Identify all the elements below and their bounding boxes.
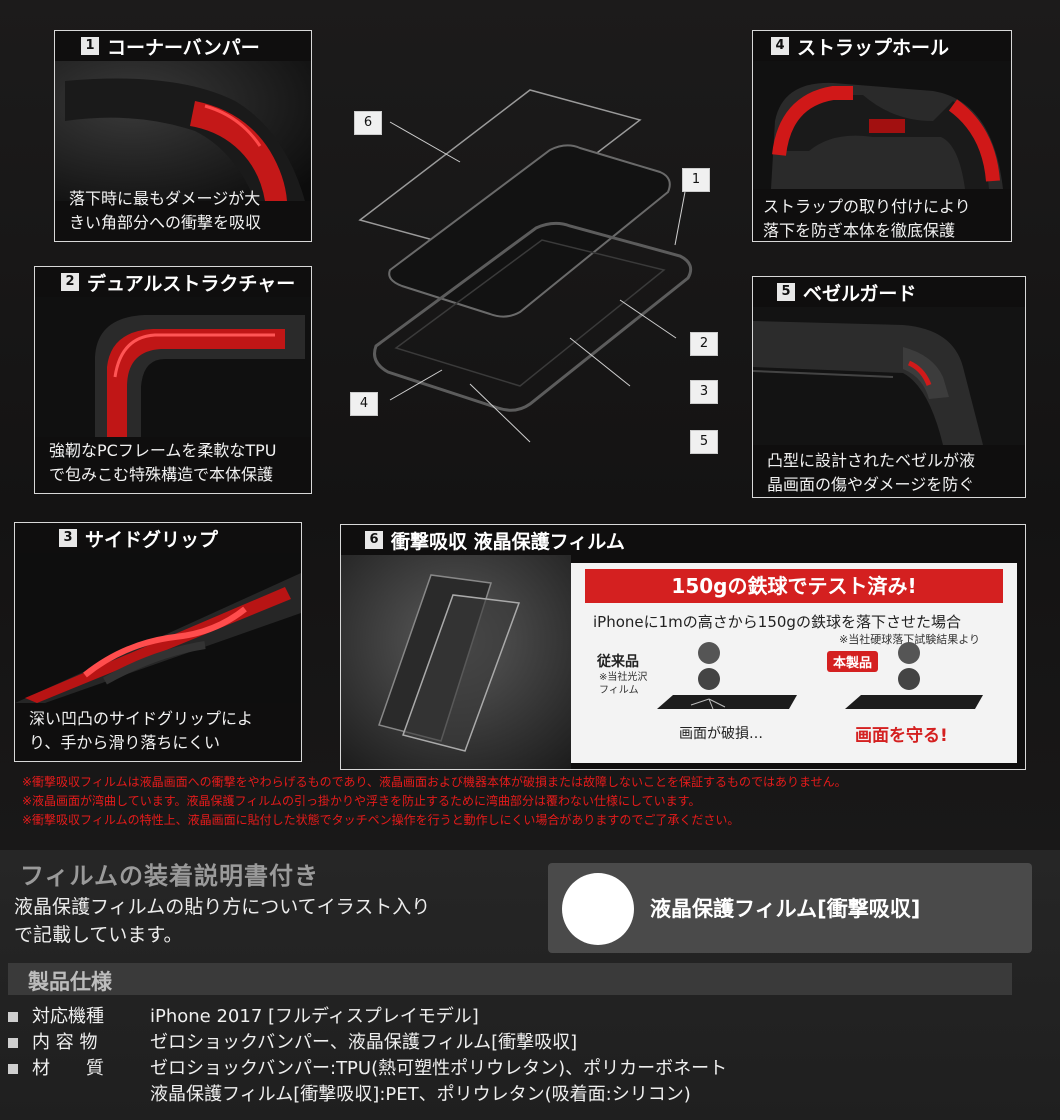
- feature-card-side-grip: 3 サイドグリップ 深い凹凸のサイドグリップによ り、手から滑り落ちにくい: [14, 522, 302, 762]
- spec-label: 内 容 物: [32, 1032, 98, 1053]
- product-test-image: [845, 642, 983, 709]
- spec-row-compatibility: 対応機種 iPhone 2017 [フルディスプレイモデル]: [8, 1002, 479, 1028]
- disclaimer-line: ※液晶画面が湾曲しています。液晶保護フィルムの引っ掛かりや浮きを防止するために湾…: [22, 794, 701, 808]
- included-film-badge: 液晶保護フィルム[衝撃吸収]: [548, 863, 1032, 953]
- conventional-note: ※当社光沢 フィルム: [599, 672, 648, 696]
- test-banner: 150gの鉄球でテスト済み!: [585, 569, 1003, 603]
- feature-heading: 6 衝撃吸収 液晶保護フィルム: [341, 525, 625, 555]
- feature-description: ストラップの取り付けにより 落下を防ぎ本体を徹底保護: [763, 197, 971, 240]
- product-badge: 本製品: [827, 651, 879, 672]
- film-photo: [341, 555, 571, 769]
- feature-number: 1: [81, 37, 99, 55]
- feature-heading: 2 デュアルストラクチャー: [35, 267, 295, 297]
- spec-row-material-film: 液晶保護フィルム[衝撃吸収]:PET、ポリウレタン(吸着面:シリコン): [8, 1080, 691, 1106]
- spec-label: 対応機種: [32, 1006, 104, 1027]
- diagram-callout-3: 3: [690, 380, 718, 404]
- spec-header-bar: 製品仕様: [8, 963, 1012, 995]
- exploded-diagram: [358, 89, 693, 443]
- disclaimer-line: ※衝撃吸収フィルムは液晶画面への衝撃をやわらげるものであり、液晶画面および機器本…: [22, 775, 847, 789]
- spec-value: iPhone 2017 [フルディスプレイモデル]: [150, 1006, 479, 1027]
- bullet-square-icon: [8, 1064, 18, 1074]
- film-guide-description: 液晶保護フィルムの貼り方についてイラスト入り で記載しています。: [14, 896, 431, 946]
- feature-number: 6: [365, 531, 383, 549]
- dual-structure-photo: [35, 297, 311, 437]
- feature-card-film: 6 衝撃吸収 液晶保護フィルム 150gの鉄球でテスト済み! iPhoneに1m…: [340, 524, 1026, 770]
- side-grip-photo: [15, 553, 301, 703]
- feature-heading: 3 サイドグリップ: [15, 523, 218, 553]
- feature-number: 3: [59, 529, 77, 547]
- feature-number: 4: [771, 37, 789, 55]
- spec-title: 製品仕様: [28, 970, 112, 994]
- film-guide-heading: フィルムの装着説明書付き: [20, 862, 320, 890]
- feature-card-corner-bumper: 1 コーナーバンパー 落下時に最もダメージが大 きい角部分への衝撃を吸収: [54, 30, 312, 242]
- corner-bumper-photo: [55, 61, 311, 201]
- feature-description: 凸型に設計されたベゼルが液 晶画面の傷やダメージを防ぐ: [767, 451, 976, 494]
- spec-row-contents: 内 容 物 ゼロショックバンパー、液晶保護フィルム[衝撃吸収]: [8, 1028, 577, 1054]
- product-result: 画面を守る!: [855, 726, 948, 746]
- conventional-result: 画面が破損…: [679, 726, 763, 742]
- bullet-square-icon: [8, 1038, 18, 1048]
- spec-value: ゼロショックバンパー:TPU(熱可塑性ポリウレタン)、ポリカーボネート: [150, 1058, 728, 1079]
- feature-title: サイドグリップ: [85, 528, 219, 551]
- feature-number: 2: [61, 273, 79, 291]
- feature-heading: 5 ベゼルガード: [753, 277, 916, 307]
- bullet-spacer: [8, 1090, 18, 1100]
- spec-row-material: 材 質 ゼロショックバンパー:TPU(熱可塑性ポリウレタン)、ポリカーボネート: [8, 1054, 727, 1080]
- bezel-guard-photo: [753, 307, 1025, 445]
- conventional-test-image: [657, 642, 797, 710]
- feature-description: 深い凹凸のサイドグリップによ り、手から滑り落ちにくい: [29, 709, 254, 752]
- test-note: ※当社硬球落下試験結果より: [839, 633, 980, 646]
- diagram-callout-6: 6: [354, 111, 382, 135]
- diagram-callout-1: 1: [682, 168, 710, 192]
- spec-label: 材 質: [32, 1058, 104, 1079]
- conventional-label: 従来品: [597, 654, 639, 670]
- feature-number: 5: [777, 283, 795, 301]
- feature-card-bezel-guard: 5 ベゼルガード 凸型に設計されたベゼルが液 晶画面の傷やダメージを防ぐ: [752, 276, 1026, 498]
- bullet-square-icon: [8, 1012, 18, 1022]
- feature-description: 強靭なPCフレームを柔軟なTPU で包みこむ特殊構造で本体保護: [49, 441, 277, 484]
- film-badge-circle-icon: [562, 873, 634, 945]
- feature-heading: 1 コーナーバンパー: [55, 31, 260, 61]
- feature-title: コーナーバンパー: [107, 36, 260, 59]
- disclaimer-line: ※衝撃吸収フィルムの特性上、液晶画面に貼付した状態でタッチペン操作を行うと動作し…: [22, 813, 740, 827]
- diagram-callout-4: 4: [350, 392, 378, 416]
- strap-hole-photo: [753, 61, 1011, 189]
- impact-test-panel: 150gの鉄球でテスト済み! iPhoneに1mの高さから150gの鉄球を落下さ…: [571, 563, 1017, 763]
- disclaimer-notes: ※衝撃吸収フィルムは液晶画面への衝撃をやわらげるものであり、液晶画面および機器本…: [22, 773, 1052, 830]
- feature-title: 衝撃吸収 液晶保護フィルム: [391, 530, 625, 553]
- feature-card-strap-hole: 4 ストラップホール ストラップの取り付けにより 落下を防ぎ本体を徹底保護: [752, 30, 1012, 242]
- feature-heading: 4 ストラップホール: [753, 31, 949, 61]
- feature-title: ベゼルガード: [803, 282, 917, 305]
- feature-title: デュアルストラクチャー: [87, 272, 296, 295]
- feature-description: 落下時に最もダメージが大 きい角部分への衝撃を吸収: [69, 189, 262, 232]
- feature-title: ストラップホール: [797, 36, 950, 59]
- test-subtitle: iPhoneに1mの高さから150gの鉄球を落下させた場合: [593, 613, 961, 631]
- diagram-callout-2: 2: [690, 332, 718, 356]
- spec-value: 液晶保護フィルム[衝撃吸収]:PET、ポリウレタン(吸着面:シリコン): [150, 1084, 691, 1105]
- diagram-callout-5: 5: [690, 430, 718, 454]
- film-badge-label: 液晶保護フィルム[衝撃吸収]: [650, 897, 921, 921]
- spec-value: ゼロショックバンパー、液晶保護フィルム[衝撃吸収]: [150, 1032, 578, 1053]
- feature-card-dual-structure: 2 デュアルストラクチャー 強靭なPCフレームを柔軟なTPU で包みこむ特殊構造…: [34, 266, 312, 494]
